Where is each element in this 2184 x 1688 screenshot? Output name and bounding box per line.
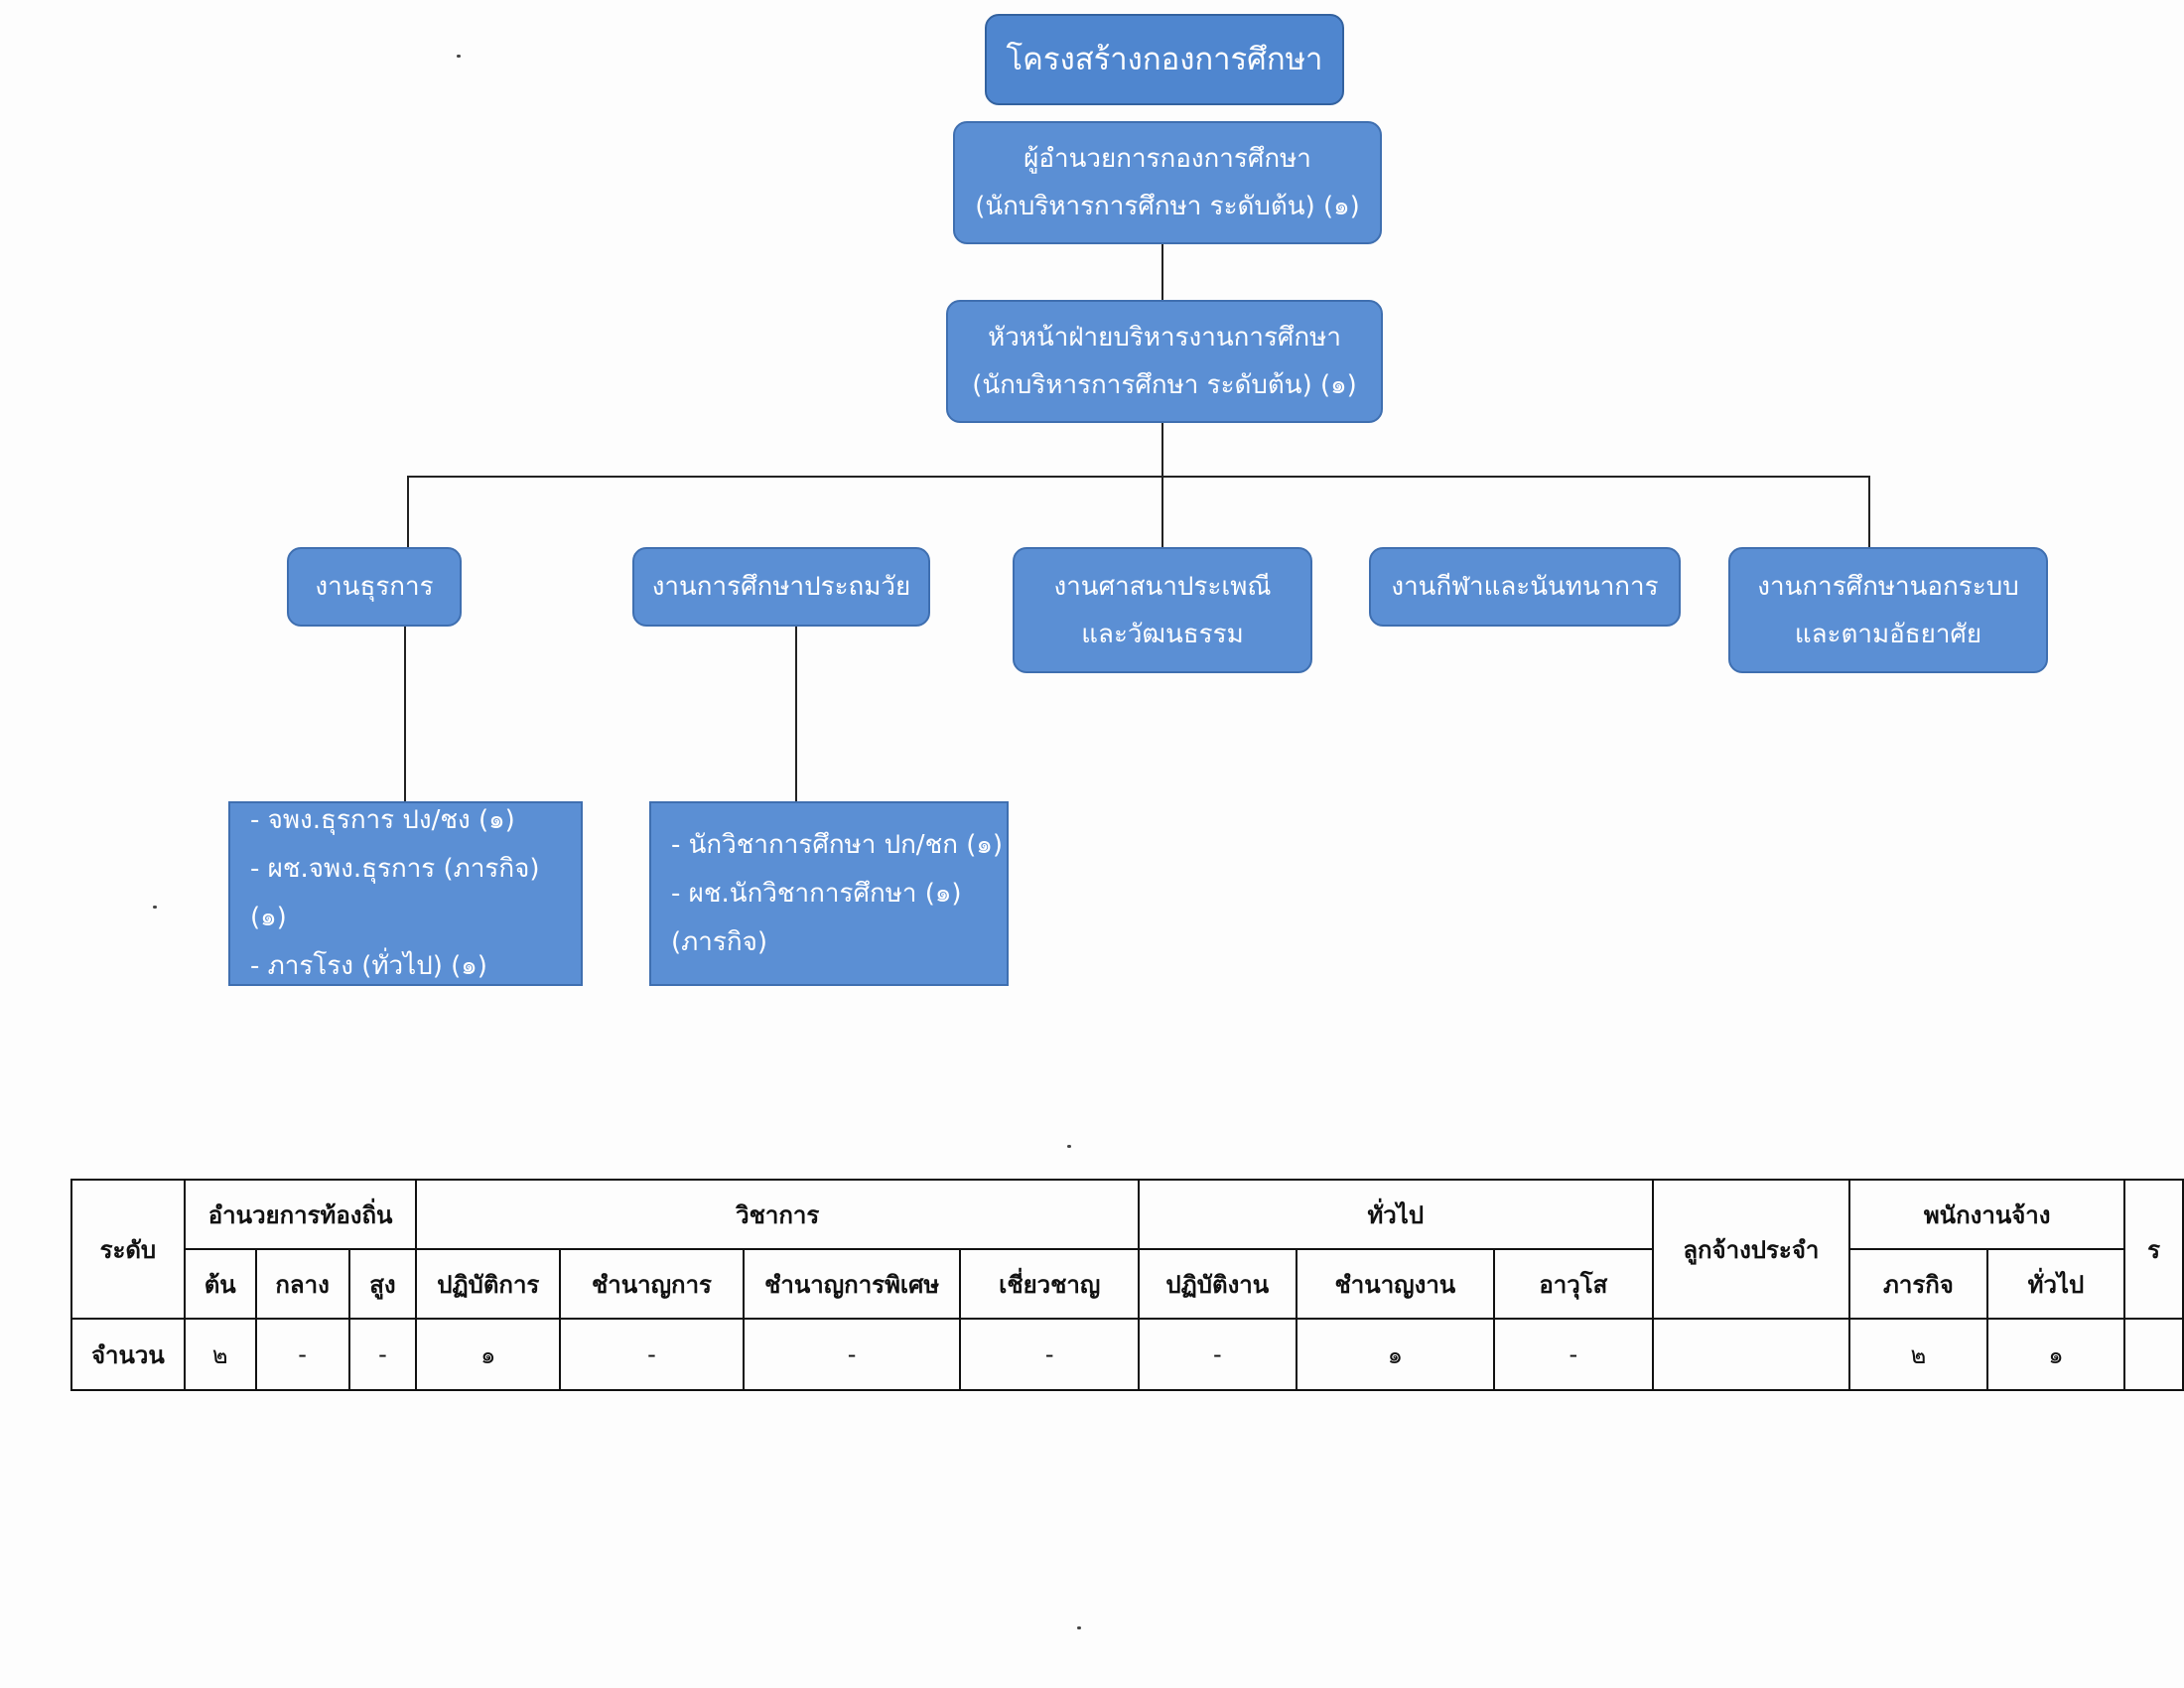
connector-bus-right <box>1868 476 1870 547</box>
unit-nonformal-edu-line1: งานการศึกษานอกระบบ <box>1757 571 2019 602</box>
admin-staff-item: - ภารโรง (ทั่วไป) (๑) <box>250 951 487 981</box>
connector-early-childhood-staff <box>795 627 797 801</box>
connector-head-bus <box>1161 423 1163 550</box>
count-cell: ๑ <box>1295 1318 1496 1391</box>
unit-early-childhood-box: งานการศึกษาประถมวัย <box>632 547 930 627</box>
count-cell: - <box>1137 1318 1297 1391</box>
table-count-row: จำนวน ๒ - - ๑ - - - - ๑ - ๒ ๑ <box>70 1318 2184 1391</box>
chart-title: โครงสร้างกองการศึกษา <box>1006 42 1323 77</box>
subheader-cell: ปฏิบัติการ <box>415 1248 562 1320</box>
subheader-cell: ปฏิบัติงาน <box>1137 1248 1297 1320</box>
division-head-box: หัวหน้าฝ่ายบริหารงานการศึกษา (นักบริหารก… <box>946 300 1383 423</box>
count-cell: ๒ <box>183 1318 257 1391</box>
count-cell: - <box>959 1318 1140 1391</box>
general-group-header: ทั่วไป <box>1137 1179 1654 1250</box>
unit-nonformal-edu-box: งานการศึกษานอกระบบ และตามอัธยาศัย <box>1728 547 2048 673</box>
subheader-cell: กลาง <box>254 1248 350 1320</box>
director-rank: (นักบริหารการศึกษา ระดับต้น) (๑) <box>975 192 1360 221</box>
count-cell: ๑ <box>415 1318 562 1391</box>
count-cell <box>2123 1318 2184 1391</box>
unit-religion-culture-line1: งานศาสนาประเพณี <box>1053 571 1272 602</box>
connector-admin-staff <box>404 627 406 801</box>
unit-sports-recreation-box: งานกีฬาและนันทนาการ <box>1369 547 1681 627</box>
unit-nonformal-edu-line2: และตามอัธยาศัย <box>1794 619 1982 649</box>
division-head-rank: (นักบริหารการศึกษา ระดับต้น) (๑) <box>972 370 1357 400</box>
unit-sports-recreation-label: งานกีฬาและนันทนาการ <box>1391 572 1659 602</box>
subheader-cell: ต้น <box>183 1248 257 1320</box>
count-cell: - <box>742 1318 962 1391</box>
count-cell: - <box>254 1318 350 1391</box>
chart-title-box: โครงสร้างกองการศึกษา <box>985 14 1344 105</box>
unit-admin-label: งานธุรการ <box>315 572 434 602</box>
subheader-cell: อาวุโส <box>1493 1248 1654 1320</box>
unit-religion-culture-box: งานศาสนาประเพณี และวัฒนธรรม <box>1013 547 1312 673</box>
early-childhood-staff-item: (ภารกิจ) <box>671 926 767 957</box>
subheader-cell: ชำนาญการ <box>559 1248 745 1320</box>
count-cell: - <box>347 1318 418 1391</box>
scan-speck <box>457 55 461 58</box>
permanent-employee-header: ลูกจ้างประจำ <box>1651 1179 1851 1320</box>
admin-staff-item: - จพง.ธุรการ ปง/ชง (๑) <box>250 805 515 835</box>
subheader-cell: สูง <box>347 1248 418 1320</box>
count-cell: ๒ <box>1848 1318 1988 1391</box>
subheader-cell: ชำนาญการพิเศษ <box>742 1248 962 1320</box>
position-count-table: ระดับ อำนวยการท้องถิ่น วิชาการ ทั่วไป ลู… <box>70 1179 2184 1391</box>
contract-employee-group-header: พนักงานจ้าง <box>1848 1179 2126 1250</box>
subheader-cell: เชี่ยวชาญ <box>959 1248 1140 1320</box>
count-header-cell: จำนวน <box>70 1318 186 1391</box>
unit-admin-box: งานธุรการ <box>287 547 462 627</box>
level-header-cell: ระดับ <box>70 1179 186 1320</box>
academic-group-header: วิชาการ <box>415 1179 1140 1250</box>
scan-speck <box>1067 1145 1071 1148</box>
count-cell: - <box>1493 1318 1654 1391</box>
director-box: ผู้อำนวยการกองการศึกษา (นักบริหารการศึกษ… <box>953 121 1382 244</box>
early-childhood-staff-item: - นักวิชาการศึกษา ปก/ชก (๑) <box>671 829 1004 860</box>
table-subheader-row: ต้น กลาง สูง ปฏิบัติการ ชำนาญการ ชำนาญกา… <box>71 1248 2183 1320</box>
admin-staff-box: - จพง.ธุรการ ปง/ชง (๑) - ผช.จพง.ธุรการ (… <box>228 801 583 986</box>
admin-staff-item: - ผช.จพง.ธุรการ (ภารกิจ) (๑) <box>250 854 540 932</box>
local-admin-group-header: อำนวยการท้องถิ่น <box>183 1179 418 1250</box>
unit-religion-culture-line2: และวัฒนธรรม <box>1081 619 1244 649</box>
scan-speck <box>1077 1626 1081 1629</box>
subheader-cell: ทั่วไป <box>1985 1248 2126 1320</box>
scan-speck <box>153 906 157 909</box>
count-cell: ๑ <box>1985 1318 2126 1391</box>
connector-bus-left <box>407 476 409 547</box>
division-head-title: หัวหน้าฝ่ายบริหารงานการศึกษา <box>988 323 1341 352</box>
director-title: ผู้อำนวยการกองการศึกษา <box>1024 144 1311 174</box>
connector-director-head <box>1161 244 1163 300</box>
early-childhood-staff-box: - นักวิชาการศึกษา ปก/ชก (๑) - ผช.นักวิชา… <box>649 801 1009 986</box>
count-cell: - <box>559 1318 745 1391</box>
early-childhood-staff-item: - ผช.นักวิชาการศึกษา (๑) <box>671 878 962 909</box>
subheader-cell: ภารกิจ <box>1848 1248 1988 1320</box>
unit-early-childhood-label: งานการศึกษาประถมวัย <box>651 572 911 602</box>
table-group-header-row: ระดับ อำนวยการท้องถิ่น วิชาการ ทั่วไป ลู… <box>70 1179 2184 1320</box>
connector-bus <box>407 476 1870 478</box>
subheader-cell: ชำนาญงาน <box>1295 1248 1496 1320</box>
count-cell <box>1651 1318 1851 1391</box>
cut-off-column-header: ร <box>2123 1179 2184 1320</box>
